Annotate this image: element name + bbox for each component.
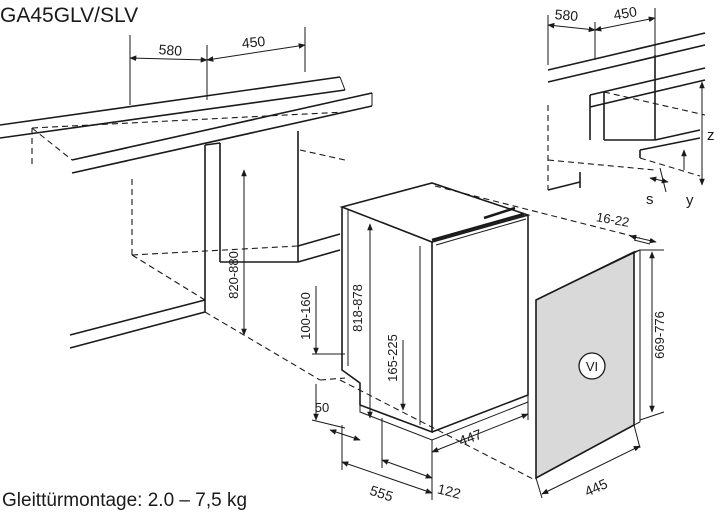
dishwasher-body [339,182,531,441]
label-s: s [646,191,654,208]
dim-445: 445 [582,475,610,499]
dim-580-main: 580 [158,41,183,59]
panel-symbol-label: VI [586,359,598,374]
diagram-title: GA45GLV/SLV [0,4,138,27]
label-z: z [707,127,715,144]
dim-820-880: 820-880 [226,251,241,299]
decor-door-panel: VI [535,249,641,480]
dim-447: 447 [457,426,485,449]
dim-122: 122 [436,481,463,502]
niche-dashed-outline [31,111,641,481]
detail-view [547,8,706,193]
panel-symbol-circle [578,352,606,380]
dim-165-225: 165-225 [385,334,400,382]
label-y: y [686,192,694,209]
dim-669-776: 669-776 [652,311,667,359]
dim-818-878: 818-878 [350,284,365,332]
niche-walls [69,131,341,349]
dim-450-detail: 450 [612,3,638,23]
dim-580-detail: 580 [554,6,579,24]
footer-note: Gleittürmontage: 2.0 – 7,5 kg [2,490,247,511]
dim-100-160: 100-160 [298,292,313,340]
dimension-lines [129,27,665,500]
dim-450-main: 450 [241,33,266,51]
dim-16-22: 16-22 [595,209,630,230]
dim-50: 50 [315,400,329,415]
dim-555: 555 [368,482,395,505]
countertop-outline [0,76,373,174]
